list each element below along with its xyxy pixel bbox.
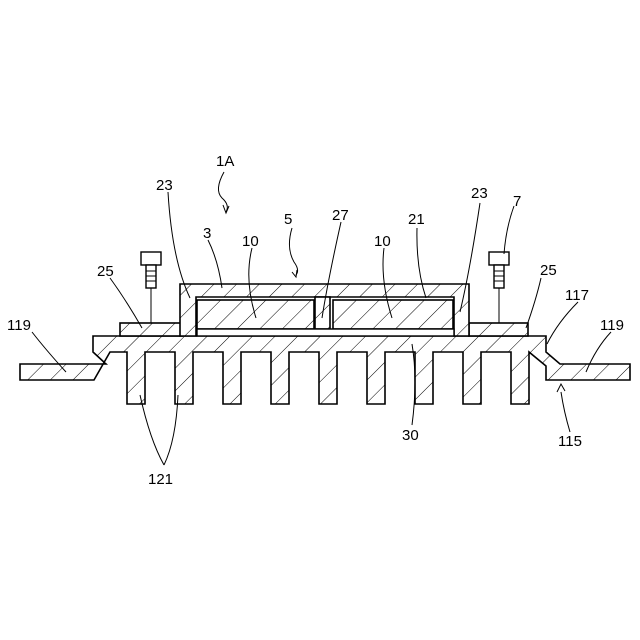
label-1A: 1A (216, 153, 234, 170)
label-23-left: 23 (156, 177, 173, 194)
label-23-right: 23 (471, 185, 488, 202)
label-25-left: 25 (97, 263, 114, 280)
thermal-layer (197, 329, 454, 336)
label-115: 115 (558, 433, 582, 450)
mounting-plate-right (469, 323, 528, 336)
label-30: 30 (402, 427, 419, 444)
label-5: 5 (284, 211, 292, 228)
screw-left (141, 252, 161, 323)
module-right (333, 300, 453, 329)
mounting-plate-left (120, 323, 182, 336)
label-27: 27 (332, 207, 349, 224)
label-7: 7 (513, 193, 521, 210)
label-25-right: 25 (540, 262, 557, 279)
label-10-right: 10 (374, 233, 391, 250)
label-119-left: 119 (7, 317, 31, 334)
screw-right (489, 252, 509, 323)
label-10-left: 10 (242, 233, 259, 250)
label-21: 21 (408, 211, 425, 228)
label-117: 117 (565, 287, 589, 304)
label-119-right: 119 (600, 317, 624, 334)
module-left (197, 300, 314, 329)
label-121: 121 (148, 471, 173, 488)
heat-sink-body (20, 336, 630, 404)
label-3: 3 (203, 225, 211, 242)
